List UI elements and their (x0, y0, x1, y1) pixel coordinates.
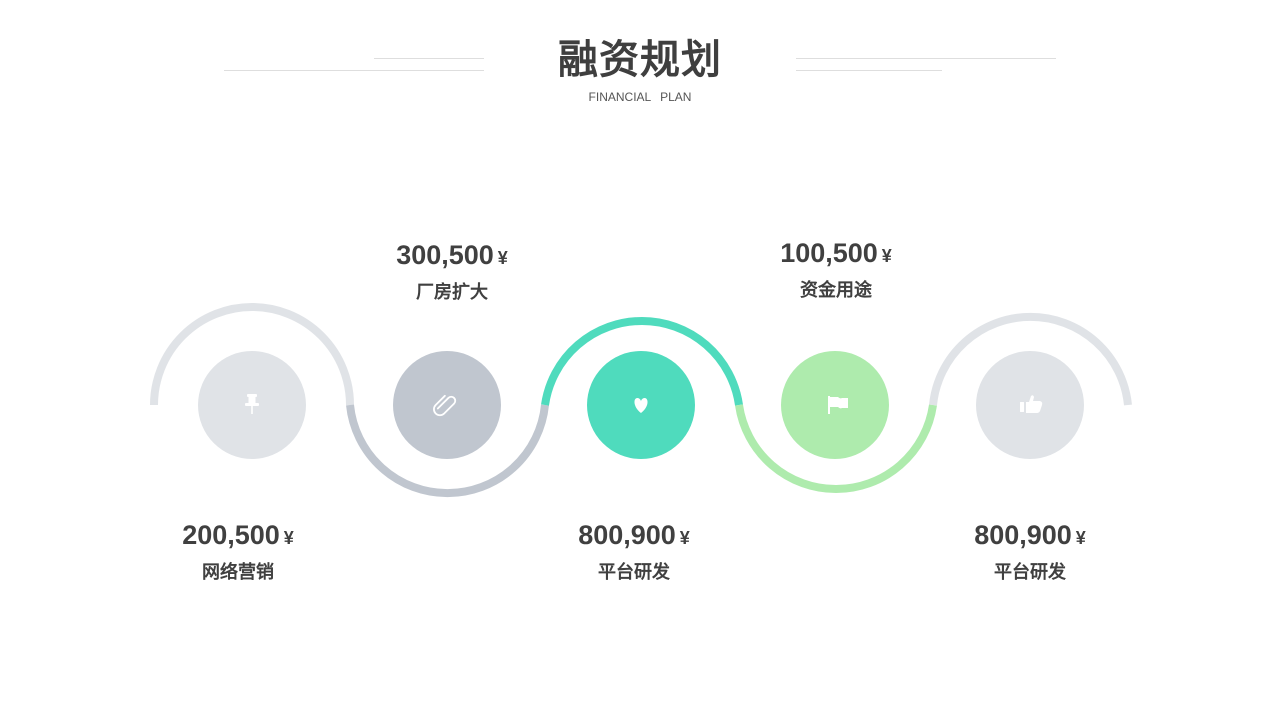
step-amount: 100,500¥ (780, 238, 892, 268)
paperclip-icon (433, 394, 457, 417)
currency-symbol: ¥ (497, 248, 508, 268)
arc-3 (541, 316, 743, 406)
pin-icon (245, 394, 259, 414)
step-label: 平台研发 (994, 562, 1066, 582)
step-4: 100,500¥ 资金用途 (736, 236, 936, 303)
arc-2 (346, 404, 549, 498)
arc-4 (735, 404, 937, 494)
currency-symbol: ¥ (283, 528, 294, 548)
arc-1 (150, 303, 354, 406)
step-amount: 300,500¥ (396, 240, 508, 270)
step-circle-2 (393, 351, 501, 459)
step-label: 资金用途 (800, 280, 872, 300)
flag-icon (828, 396, 848, 414)
header-line-left-long (224, 70, 484, 71)
step-1: 200,500¥ 网络营销 (138, 518, 338, 585)
step-label: 厂房扩大 (416, 282, 488, 302)
thumbs-up-icon (1020, 395, 1043, 413)
step-amount: 800,900¥ (578, 520, 690, 550)
heart-icon (634, 398, 648, 413)
header-line-right-long (796, 58, 1056, 59)
step-label: 平台研发 (598, 562, 670, 582)
step-5: 800,900¥ 平台研发 (930, 518, 1130, 585)
arc-5 (929, 312, 1132, 406)
step-amount: 200,500¥ (182, 520, 294, 550)
step-amount: 800,900¥ (974, 520, 1086, 550)
step-label: 网络营销 (202, 562, 274, 582)
page-subtitle: FINANCIAL PLAN (588, 90, 692, 104)
header-line-left-short (374, 58, 484, 59)
step-3: 800,900¥ 平台研发 (534, 518, 734, 585)
currency-symbol: ¥ (881, 246, 892, 266)
currency-symbol: ¥ (679, 528, 690, 548)
page-title: 融资规划 (558, 38, 722, 82)
currency-symbol: ¥ (1075, 528, 1086, 548)
header-line-right-short (796, 70, 942, 71)
step-2: 300,500¥ 厂房扩大 (352, 238, 552, 305)
